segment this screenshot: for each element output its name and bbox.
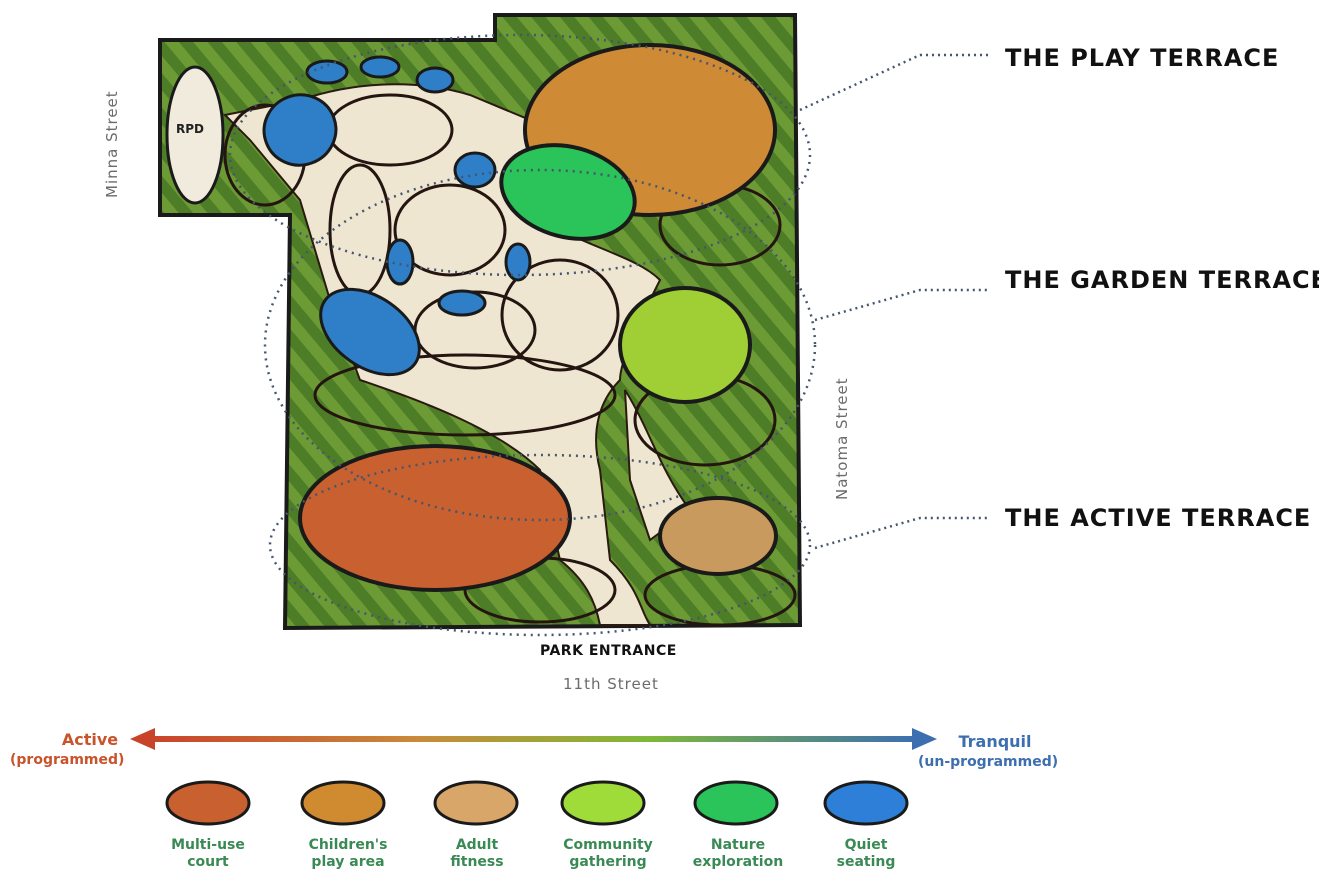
minna-street-label: Minna Street (103, 90, 121, 198)
rpd-area (165, 65, 225, 205)
legend-label-line1: Quiet (844, 837, 888, 853)
legend-label-line1: Community (563, 837, 653, 853)
legend-swatch (693, 780, 779, 826)
tranquil-scale-label: Tranquil (958, 732, 1032, 751)
legend-label-line1: Nature (710, 837, 766, 853)
quiet-seating-zones (262, 55, 532, 377)
nature-zone (499, 143, 637, 241)
legend-label-line1: Children's (308, 837, 388, 853)
park-entrance-label: PARK ENTRANCE (540, 643, 677, 659)
legend-label-line2: seating (836, 854, 896, 870)
active-terrace-label: THE ACTIVE TERRACE (1005, 504, 1312, 532)
legend-swatch (560, 780, 646, 826)
rpd-label: RPD (176, 122, 204, 136)
legend-label-line1: Adult (455, 837, 499, 853)
legend-swatch (300, 780, 386, 826)
legend-swatch (433, 780, 519, 826)
legend-label-line2: play area (311, 854, 385, 870)
legend-label-line2: court (187, 854, 229, 870)
legend-label-line2: exploration (692, 854, 784, 870)
active-scale-label: Active (61, 730, 119, 749)
active-scale-sublabel: (programmed) (10, 752, 125, 768)
natoma-street-label: Natoma Street (833, 377, 851, 500)
play-terrace-label: THE PLAY TERRACE (1005, 44, 1280, 72)
legend-swatch (823, 780, 909, 826)
legend-label-line1: Multi-use (171, 837, 245, 853)
garden-terrace-label: THE GARDEN TERRACE (1005, 266, 1319, 294)
activity-scale-arrow (130, 728, 937, 750)
community-zone (618, 286, 752, 404)
fitness-zone (658, 496, 778, 576)
legend-label-line2: gathering (569, 854, 647, 870)
eleventh-street-label: 11th Street (563, 675, 659, 693)
tranquil-scale-sublabel: (un-programmed) (918, 754, 1059, 770)
legend-swatch (165, 780, 251, 826)
court-zone (298, 444, 572, 592)
legend-label-line2: fitness (450, 854, 504, 870)
